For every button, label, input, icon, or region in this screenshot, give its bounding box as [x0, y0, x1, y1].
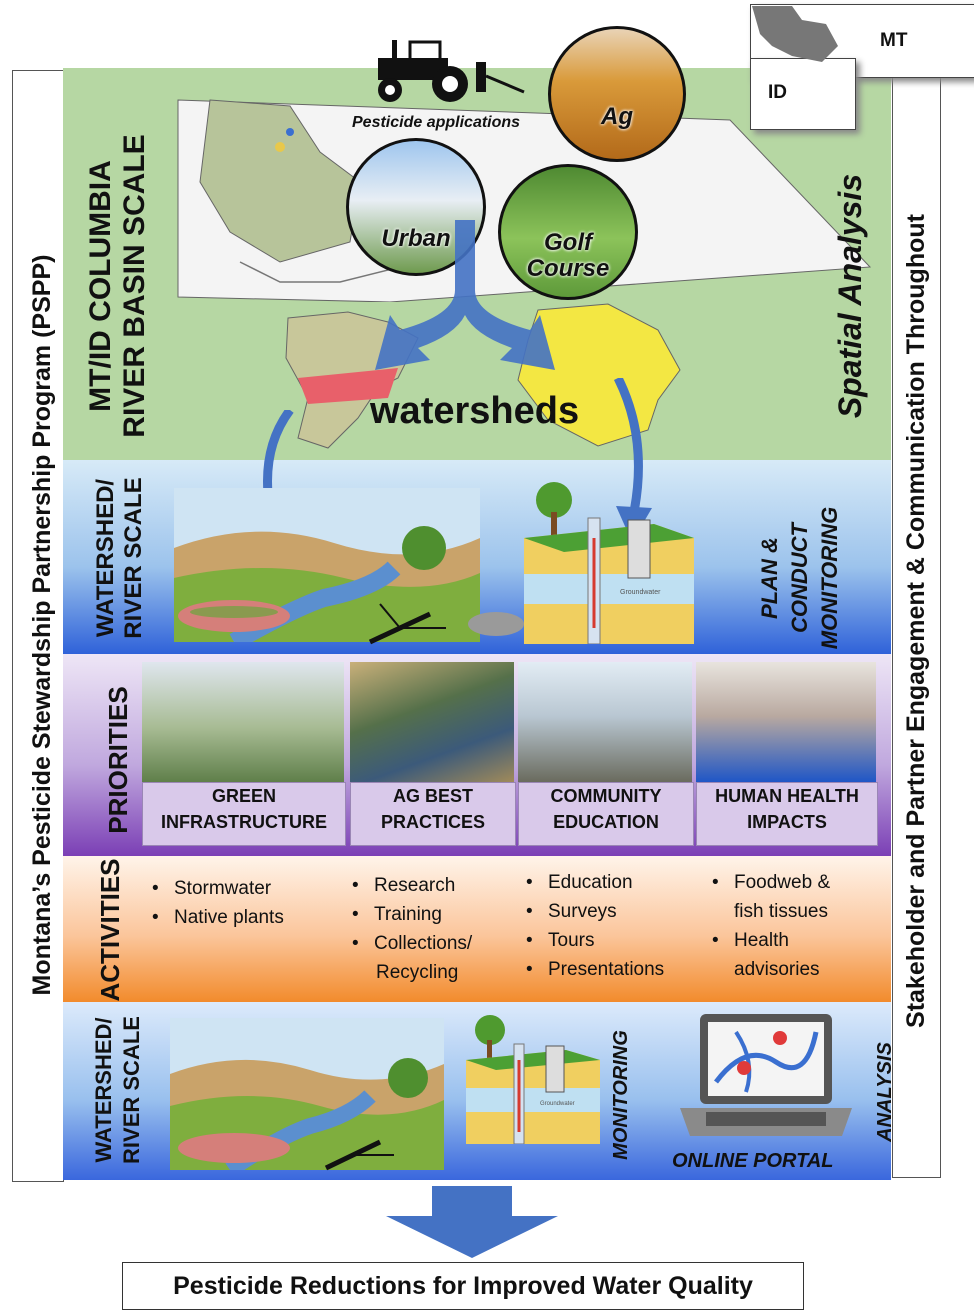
- watersheds-label: watersheds: [370, 390, 580, 432]
- groundwater-well-illustration-bottom: Groundwater: [466, 1015, 600, 1144]
- golf-label-2: Course: [526, 255, 610, 282]
- online-portal-label: ONLINE PORTAL: [672, 1150, 834, 1172]
- groundwater-label-top: Groundwater: [620, 589, 661, 596]
- caption-ag-line-2: PRACTICES: [380, 812, 485, 832]
- caption-human-health: HUMAN HEALTH IMPACTS: [696, 782, 878, 846]
- insect-icon-bottom: [324, 1139, 394, 1171]
- tractor-icon: [378, 40, 525, 102]
- mussel-icon: [468, 612, 524, 636]
- monitoring-label: MONITORING: [610, 1030, 632, 1160]
- watershed-bottom-line-1: WATERSHED/: [91, 1017, 116, 1163]
- activity-item: Training: [346, 900, 472, 929]
- caption-hh-line-2: IMPACTS: [747, 812, 827, 832]
- activities-col-4: Foodweb & fish tissues Health advisories: [706, 868, 830, 984]
- watershed-bottom-title: WATERSHED/ RIVER SCALE: [90, 990, 146, 1190]
- caption-gi-line-1: GREEN: [211, 786, 276, 806]
- ag-best-practices-photo: [350, 662, 514, 782]
- program-label: Montana’s Pesticide Stewardship Partners…: [28, 254, 56, 996]
- laptop-map-icon: [680, 1014, 852, 1136]
- caption-ce-line-2: EDUCATION: [553, 812, 659, 832]
- caption-ag-line-1: AG BEST: [392, 786, 473, 806]
- engagement-label: Stakeholder and Partner Engagement & Com…: [902, 214, 930, 1028]
- priorities-title: PRIORITIES: [103, 686, 133, 834]
- golf-course-photo: Golf Course: [498, 164, 638, 300]
- split-arrow-icon: [375, 220, 555, 370]
- outcome-box: Pesticide Reductions for Improved Water …: [122, 1262, 804, 1310]
- watershed-top-title: WATERSHED/ RIVER SCALE: [92, 458, 148, 658]
- activities-col-2: Research Training Collections/ Recycling: [346, 871, 472, 987]
- activity-item: Research: [346, 871, 472, 900]
- basin-title-line-1: MT/ID COLUMBIA: [84, 160, 117, 412]
- watershed-map-right: [517, 303, 681, 447]
- ag-photo: Ag: [548, 26, 686, 162]
- caption-green-infrastructure: GREEN INFRASTRUCTURE: [142, 782, 346, 846]
- inset-map-id: [750, 58, 856, 130]
- groundwater-label-bottom: Groundwater: [540, 1101, 575, 1107]
- watershed-top-line-2: RIVER SCALE: [120, 477, 147, 639]
- analysis-label: ANALYSIS: [874, 1042, 896, 1142]
- watershed-top-line-1: WATERSHED/: [92, 478, 119, 638]
- activities-col-3: Education Surveys Tours Presentations: [520, 868, 664, 984]
- activity-item: Education: [520, 868, 664, 897]
- caption-gi-line-2: INFRASTRUCTURE: [161, 812, 327, 832]
- green-infrastructure-photo: [142, 662, 344, 782]
- left-label-box: [12, 70, 64, 1182]
- basin-title-line-2: RIVER BASIN SCALE: [118, 134, 151, 438]
- activity-item: Collections/: [346, 929, 472, 958]
- ag-label: Ag: [601, 103, 633, 130]
- activity-item: Tours: [520, 926, 664, 955]
- right-label-box: [892, 68, 941, 1178]
- activities-col-1: Stormwater Native plants: [146, 874, 284, 932]
- pesticide-applications-label: Pesticide applications: [352, 114, 521, 131]
- insect-icon: [368, 603, 446, 645]
- inset-state-shape: [752, 6, 838, 62]
- caption-hh-line-1: HUMAN HEALTH: [715, 786, 859, 806]
- activity-item: Foodweb &: [706, 868, 830, 897]
- activity-item: fish tissues: [734, 901, 828, 922]
- golf-label-1: Golf: [544, 229, 592, 256]
- activity-item: Stormwater: [146, 874, 284, 903]
- inset-id-label: ID: [768, 82, 787, 103]
- activity-item: Presentations: [520, 955, 664, 984]
- groundwater-well-illustration: Groundwater: [524, 482, 694, 644]
- activity-item: Health: [706, 926, 830, 955]
- activity-item: Surveys: [520, 897, 664, 926]
- caption-ce-line-1: COMMUNITY: [550, 786, 662, 806]
- down-arrow-icon: [386, 1186, 558, 1258]
- watershed-bottom-line-2: RIVER SCALE: [119, 1016, 144, 1164]
- plan-line-2: CONDUCT: [787, 523, 812, 633]
- human-health-photo: [696, 662, 876, 782]
- river-landscape-illustration-bottom: [170, 1018, 444, 1170]
- plan-line-1: PLAN &: [757, 537, 782, 619]
- activity-item: Recycling: [376, 962, 459, 983]
- plan-line-3: MONITORING: [817, 506, 842, 650]
- community-education-photo: [518, 662, 692, 782]
- basin-title: MT/ID COLUMBIA RIVER BASIN SCALE: [84, 126, 152, 446]
- plan-monitoring-label: PLAN & CONDUCT MONITORING: [755, 493, 851, 663]
- spatial-analysis-label: Spatial Analysis: [832, 173, 868, 419]
- activity-item: Native plants: [146, 903, 284, 932]
- urban-label: Urban: [381, 225, 451, 252]
- inset-mt-label: MT: [880, 30, 908, 51]
- activity-item: advisories: [734, 959, 820, 980]
- caption-community-education: COMMUNITY EDUCATION: [518, 782, 694, 846]
- caption-ag-best-practices: AG BEST PRACTICES: [350, 782, 516, 846]
